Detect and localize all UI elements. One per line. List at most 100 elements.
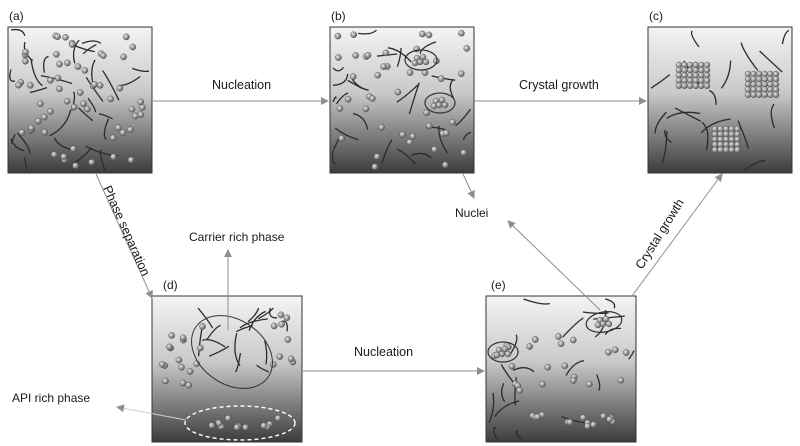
drug-molecule: [406, 69, 414, 76]
drug-molecule: [369, 95, 376, 102]
drug-molecule: [88, 158, 95, 166]
drug-molecule: [600, 412, 607, 420]
polymer-chain: [103, 118, 110, 141]
polymer-chain: [49, 109, 72, 137]
drug-molecules: [491, 333, 630, 430]
drug-molecule: [570, 377, 577, 384]
drug-molecule: [622, 349, 630, 356]
drug-molecule: [602, 315, 610, 323]
drug-molecule: [335, 54, 342, 61]
drug-molecule: [438, 96, 446, 104]
drug-molecule: [84, 105, 91, 113]
drug-molecule: [64, 59, 71, 67]
polymer-chain: [605, 298, 616, 309]
polymer-chain: [438, 125, 449, 154]
drug-molecule: [22, 57, 29, 65]
panel-e: [485, 295, 637, 443]
polymer-chain: [781, 29, 790, 45]
polymer-chain: [493, 426, 498, 440]
drug-molecule: [717, 146, 724, 154]
arrow-api-rich-phase: [116, 404, 187, 421]
drug-molecule: [74, 63, 82, 70]
drug-molecule: [373, 153, 381, 160]
drug-molecule: [35, 117, 42, 125]
drug-molecule: [539, 380, 546, 388]
polymer-chains: [488, 298, 635, 440]
drug-molecule: [123, 33, 130, 41]
drug-molecule: [175, 356, 183, 364]
drug-molecule: [129, 43, 137, 51]
drug-molecule: [442, 161, 449, 169]
drug-molecule: [274, 414, 282, 422]
panel-label-b: (b): [331, 9, 346, 23]
polymer-chain: [455, 108, 472, 127]
drug-molecule: [698, 82, 705, 90]
drug-molecule: [91, 81, 98, 88]
label-api-rich-phase: API rich phase: [12, 391, 90, 405]
polymer-chain: [701, 121, 709, 151]
drug-molecule: [162, 377, 169, 385]
drug-molecule: [96, 82, 104, 89]
drug-molecule: [128, 105, 136, 113]
polymer-chain: [666, 111, 701, 119]
drug-molecule: [349, 73, 357, 80]
label-nucleation-bottom: Nucleation: [354, 345, 413, 359]
crystal-lattices: [675, 61, 780, 154]
drug-molecules: [158, 311, 297, 431]
drug-molecule: [382, 49, 390, 57]
polymer-chain: [515, 430, 522, 440]
drug-molecule: [63, 98, 71, 105]
drug-molecule: [605, 320, 613, 328]
label-crystal-growth-top: Crystal growth: [519, 78, 599, 92]
drug-molecule: [425, 122, 433, 130]
polymer-chain: [206, 324, 221, 340]
polymer-chain: [30, 59, 43, 87]
drug-molecule: [772, 91, 780, 99]
panel-c: [647, 26, 793, 174]
drug-molecule: [711, 146, 719, 154]
arrow-b-to-nuclei: [462, 173, 475, 199]
drug-molecule: [675, 82, 683, 90]
polymer-chain: [247, 307, 260, 323]
drug-molecule: [504, 350, 512, 358]
drug-molecule: [137, 98, 144, 106]
drug-molecule: [47, 77, 54, 84]
drug-molecule: [501, 345, 509, 353]
nucleus-outline: [585, 311, 623, 333]
polymer-chain: [81, 40, 102, 45]
polymer-chain: [654, 111, 667, 134]
drug-molecule: [115, 124, 122, 132]
polymer-chain: [700, 118, 731, 134]
drug-molecule: [493, 351, 501, 359]
drug-molecule: [199, 323, 206, 330]
drug-molecule: [110, 153, 117, 161]
polymer-chain: [690, 30, 700, 48]
polymer-chain: [10, 134, 16, 144]
nuclei-clusters: [493, 315, 613, 359]
drug-molecule: [22, 48, 29, 56]
drug-molecule: [120, 53, 127, 61]
drug-molecule: [179, 379, 187, 387]
drug-molecule: [62, 34, 69, 41]
polymer-chain: [9, 69, 15, 82]
arrow-e-to-nuclei: [507, 220, 601, 311]
polymer-chain: [593, 315, 625, 320]
drug-molecule: [362, 105, 370, 113]
drug-molecule: [54, 33, 61, 41]
drug-molecule: [734, 146, 741, 154]
drug-molecule: [380, 63, 387, 70]
panel-label-e: (e): [491, 278, 506, 292]
polymer-chain: [387, 47, 412, 63]
drug-molecule: [215, 419, 223, 427]
polymer-chain: [596, 374, 601, 391]
arrows: [95, 97, 723, 421]
polymer-chain: [604, 327, 622, 335]
polymer-chain: [411, 152, 432, 159]
polymer-chain: [332, 96, 337, 103]
polymer-chain: [102, 70, 120, 101]
polymer-chain: [650, 74, 671, 89]
panel-b: [329, 26, 475, 174]
drug-molecule: [119, 129, 127, 136]
drug-molecule: [127, 156, 135, 164]
drug-molecule: [431, 146, 438, 153]
